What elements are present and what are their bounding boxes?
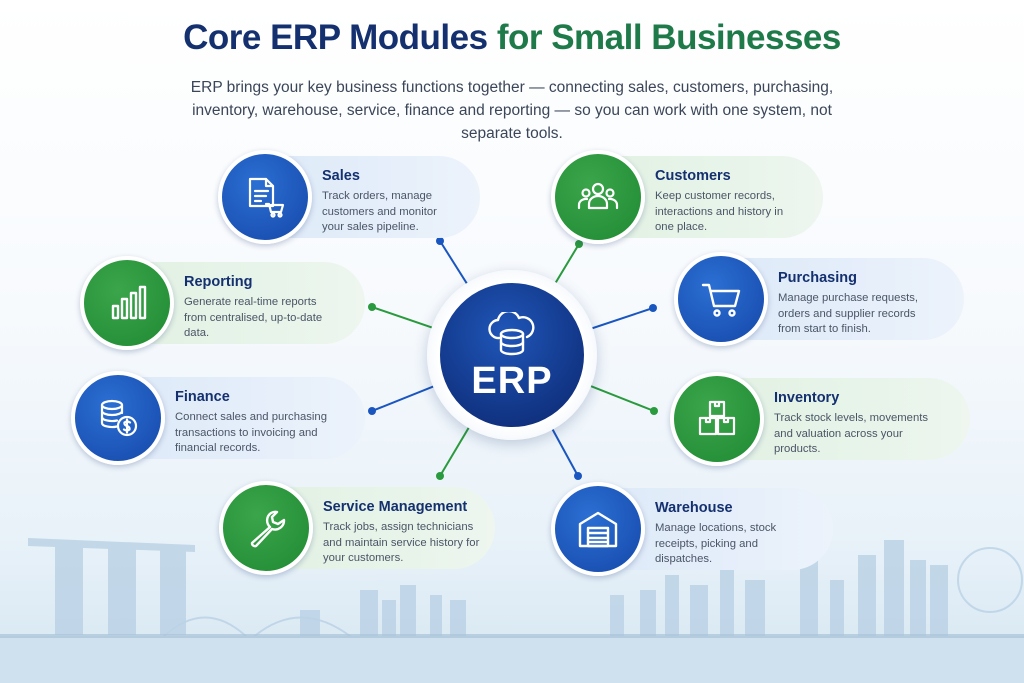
module-card-purchasing: Purchasing Manage purchase requests, ord…	[674, 252, 964, 346]
module-icon-circle	[670, 372, 764, 466]
module-icon-circle	[218, 150, 312, 244]
module-description: Track jobs, assign technicians and maint…	[323, 521, 480, 564]
module-title: Inventory	[774, 390, 840, 406]
module-description: Keep customer records, interactions and …	[655, 190, 784, 233]
module-icon-circle	[674, 252, 768, 346]
module-description: Track orders, manage customers and monit…	[322, 190, 437, 233]
module-icon-circle	[551, 150, 645, 244]
erp-hub-label: ERP	[471, 359, 553, 402]
module-icon-circle	[71, 371, 165, 465]
module-icon-circle	[551, 482, 645, 576]
module-description: Generate real-time reports from centrali…	[184, 296, 323, 339]
erp-hub: ERP	[437, 280, 587, 430]
module-card-inventory: Inventory Track stock levels, movements …	[670, 372, 970, 466]
module-card-service-management: Service Management Track jobs, assign te…	[219, 481, 495, 575]
module-title: Warehouse	[655, 500, 733, 516]
module-title: Reporting	[184, 274, 253, 290]
module-description: Track stock levels, movements and valuat…	[774, 412, 929, 455]
module-card-reporting: Reporting Generate real-time reports fro…	[80, 256, 365, 350]
module-icon-circle	[219, 481, 313, 575]
module-title: Customers	[655, 168, 731, 184]
module-card-warehouse: Warehouse Manage locations, stock receip…	[551, 482, 833, 576]
module-title: Sales	[322, 168, 360, 184]
coins-dollar-icon	[100, 399, 138, 437]
page-title: Core ERP Modules for Small Businesses	[183, 18, 841, 57]
module-card-customers: Customers Keep customer records, interac…	[551, 150, 823, 244]
module-description: Connect sales and purchasing transaction…	[175, 411, 327, 454]
module-description: Manage locations, stock receipts, pickin…	[655, 522, 777, 565]
module-description: Manage purchase requests, orders and sup…	[778, 292, 919, 335]
module-title: Purchasing	[778, 270, 857, 286]
customer-group-icon	[577, 182, 619, 210]
module-title: Finance	[175, 389, 230, 405]
warehouse-icon	[578, 511, 618, 548]
module-card-finance: Finance Connect sales and purchasing tra…	[71, 371, 365, 465]
module-card-sales: Sales Track orders, manage customers and…	[218, 150, 480, 244]
page-subtitle: ERP brings your key business functions t…	[190, 79, 834, 142]
sales-document-cart-icon	[248, 177, 285, 218]
wrench-icon	[250, 510, 286, 548]
shopping-cart-icon	[701, 283, 741, 317]
cloud-database-icon	[488, 311, 535, 355]
module-icon-circle	[80, 256, 174, 350]
stacked-boxes-icon	[698, 400, 736, 436]
bar-chart-icon	[111, 285, 147, 320]
module-title: Service Management	[323, 499, 468, 515]
